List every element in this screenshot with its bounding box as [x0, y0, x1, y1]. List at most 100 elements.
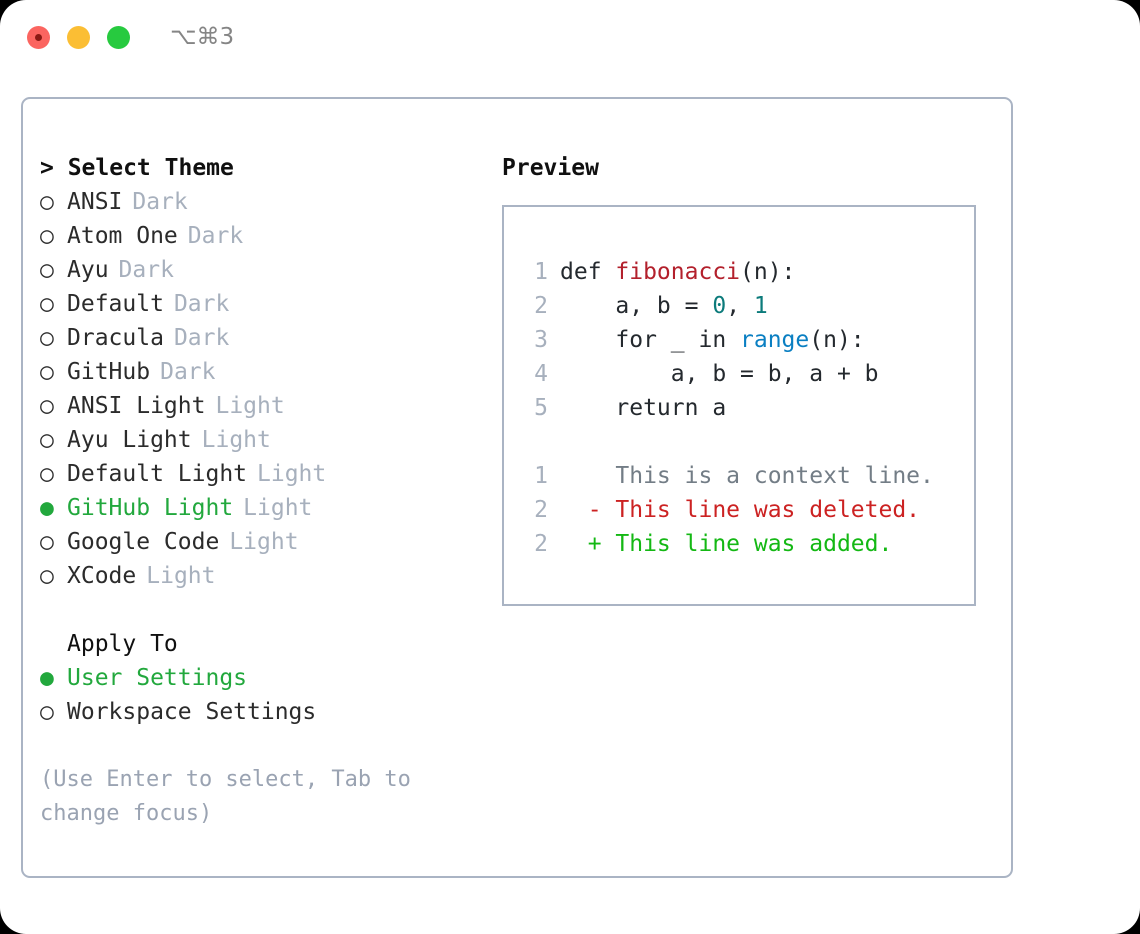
line-number: 2	[534, 497, 548, 523]
diff-text: This is a context line.	[601, 463, 934, 489]
line-number: 2	[534, 293, 548, 319]
theme-variant-badge: Dark	[160, 359, 216, 385]
radio-selected-icon: ●	[40, 495, 54, 521]
diff-marker-added: +	[560, 531, 602, 557]
line-number: 2	[534, 531, 548, 557]
radio-selected-icon: ●	[40, 665, 54, 691]
preview-title: Preview	[502, 155, 599, 181]
close-button[interactable]	[27, 26, 50, 49]
theme-option-ansi-light[interactable]: ○ ANSI Light Light	[40, 389, 480, 423]
theme-variant-badge: Dark	[187, 223, 244, 249]
code-token-plain: for _ in	[560, 327, 741, 353]
theme-option-label: Atom One	[67, 223, 178, 249]
radio-unselected-icon: ○	[40, 257, 54, 283]
diff-text: This line was deleted.	[601, 497, 921, 523]
keyboard-hint-text: (Use Enter to select, Tab to change focu…	[40, 767, 425, 826]
theme-variant-badge: Light	[243, 495, 313, 521]
theme-option-label: GitHub Light	[67, 495, 234, 521]
title-bar: ⌥⌘3	[0, 0, 1140, 76]
hint-spacer	[40, 729, 480, 763]
code-token-plain: def	[560, 259, 616, 285]
code-token-num: 1	[753, 293, 768, 319]
diff-spacer	[522, 425, 968, 459]
code-line: 2 a, b = 0, 1	[522, 289, 968, 323]
radio-unselected-icon: ○	[40, 699, 54, 725]
apply-to-option-label: Workspace Settings	[67, 699, 317, 725]
code-line: 4 a, b = b, a + b	[522, 357, 968, 391]
theme-option-github-light[interactable]: ● GitHub Light Light	[40, 491, 480, 525]
theme-option-label: Ayu Light	[67, 427, 192, 453]
theme-option-xcode[interactable]: ○ XCode Light	[40, 559, 480, 593]
theme-variant-badge: Light	[201, 427, 271, 453]
code-token-plain: a, b =	[560, 293, 713, 319]
theme-variant-badge: Light	[146, 563, 216, 589]
radio-unselected-icon: ○	[40, 359, 54, 385]
diff-marker-deleted: -	[560, 497, 602, 523]
theme-option-label: ANSI	[67, 189, 123, 215]
select-theme-header: > Select Theme	[40, 155, 234, 181]
diff-line-list: 1 This is a context line.2 - This line w…	[522, 459, 968, 561]
code-token-builtin: range	[740, 327, 810, 353]
code-token-plain: return a	[560, 395, 727, 421]
section-spacer	[40, 593, 480, 627]
theme-variant-badge: Light	[215, 393, 285, 419]
apply-to-option-workspace-settings[interactable]: ○ Workspace Settings	[40, 695, 480, 729]
theme-option-label: GitHub	[67, 359, 151, 385]
theme-option-label: ANSI Light	[67, 393, 206, 419]
diff-line-deleted: 2 - This line was deleted.	[522, 493, 968, 527]
diff-marker-context	[560, 459, 602, 493]
radio-unselected-icon: ○	[40, 563, 54, 589]
theme-option-label: XCode	[67, 563, 137, 589]
radio-unselected-icon: ○	[40, 461, 54, 487]
code-token-fn: fibonacci	[615, 259, 741, 285]
apply-to-option-label: User Settings	[67, 665, 248, 691]
apply-to-option-list: ● User Settings ○ Workspace Settings	[40, 661, 480, 729]
code-line: 5 return a	[522, 391, 968, 425]
code-token-plain: (n):	[809, 327, 865, 353]
radio-unselected-icon: ○	[40, 529, 54, 555]
radio-unselected-icon: ○	[40, 427, 54, 453]
radio-unselected-icon: ○	[40, 291, 54, 317]
theme-variant-badge: Dark	[118, 257, 174, 283]
keyboard-shortcut-label: ⌥⌘3	[170, 24, 235, 50]
line-number: 5	[534, 395, 548, 421]
code-line: 3 for _ in range(n):	[522, 323, 968, 357]
line-number: 3	[534, 327, 548, 353]
line-number: 4	[534, 361, 548, 387]
diff-line-added: 2 + This line was added.	[522, 527, 968, 561]
radio-unselected-icon: ○	[40, 325, 54, 351]
theme-variant-badge: Light	[257, 461, 327, 487]
line-number: 1	[534, 463, 548, 489]
theme-variant-badge: Light	[229, 529, 299, 555]
theme-variant-badge: Dark	[173, 325, 230, 351]
apply-to-option-user-settings[interactable]: ● User Settings	[40, 661, 480, 695]
theme-variant-badge: Dark	[173, 291, 230, 317]
theme-option-label: Default Light	[67, 461, 248, 487]
maximize-button[interactable]	[107, 26, 130, 49]
line-number: 1	[534, 259, 548, 285]
theme-option-default-light[interactable]: ○ Default Light Light	[40, 457, 480, 491]
diff-line-context: 1 This is a context line.	[522, 459, 968, 493]
theme-option-github[interactable]: ○ GitHub Dark	[40, 355, 480, 389]
radio-unselected-icon: ○	[40, 393, 54, 419]
minimize-button[interactable]	[67, 26, 90, 49]
code-token-num: 0	[712, 293, 727, 319]
theme-variant-badge: Dark	[132, 189, 188, 215]
code-token-plain: ,	[726, 293, 754, 319]
theme-option-ayu-light[interactable]: ○ Ayu Light Light	[40, 423, 480, 457]
